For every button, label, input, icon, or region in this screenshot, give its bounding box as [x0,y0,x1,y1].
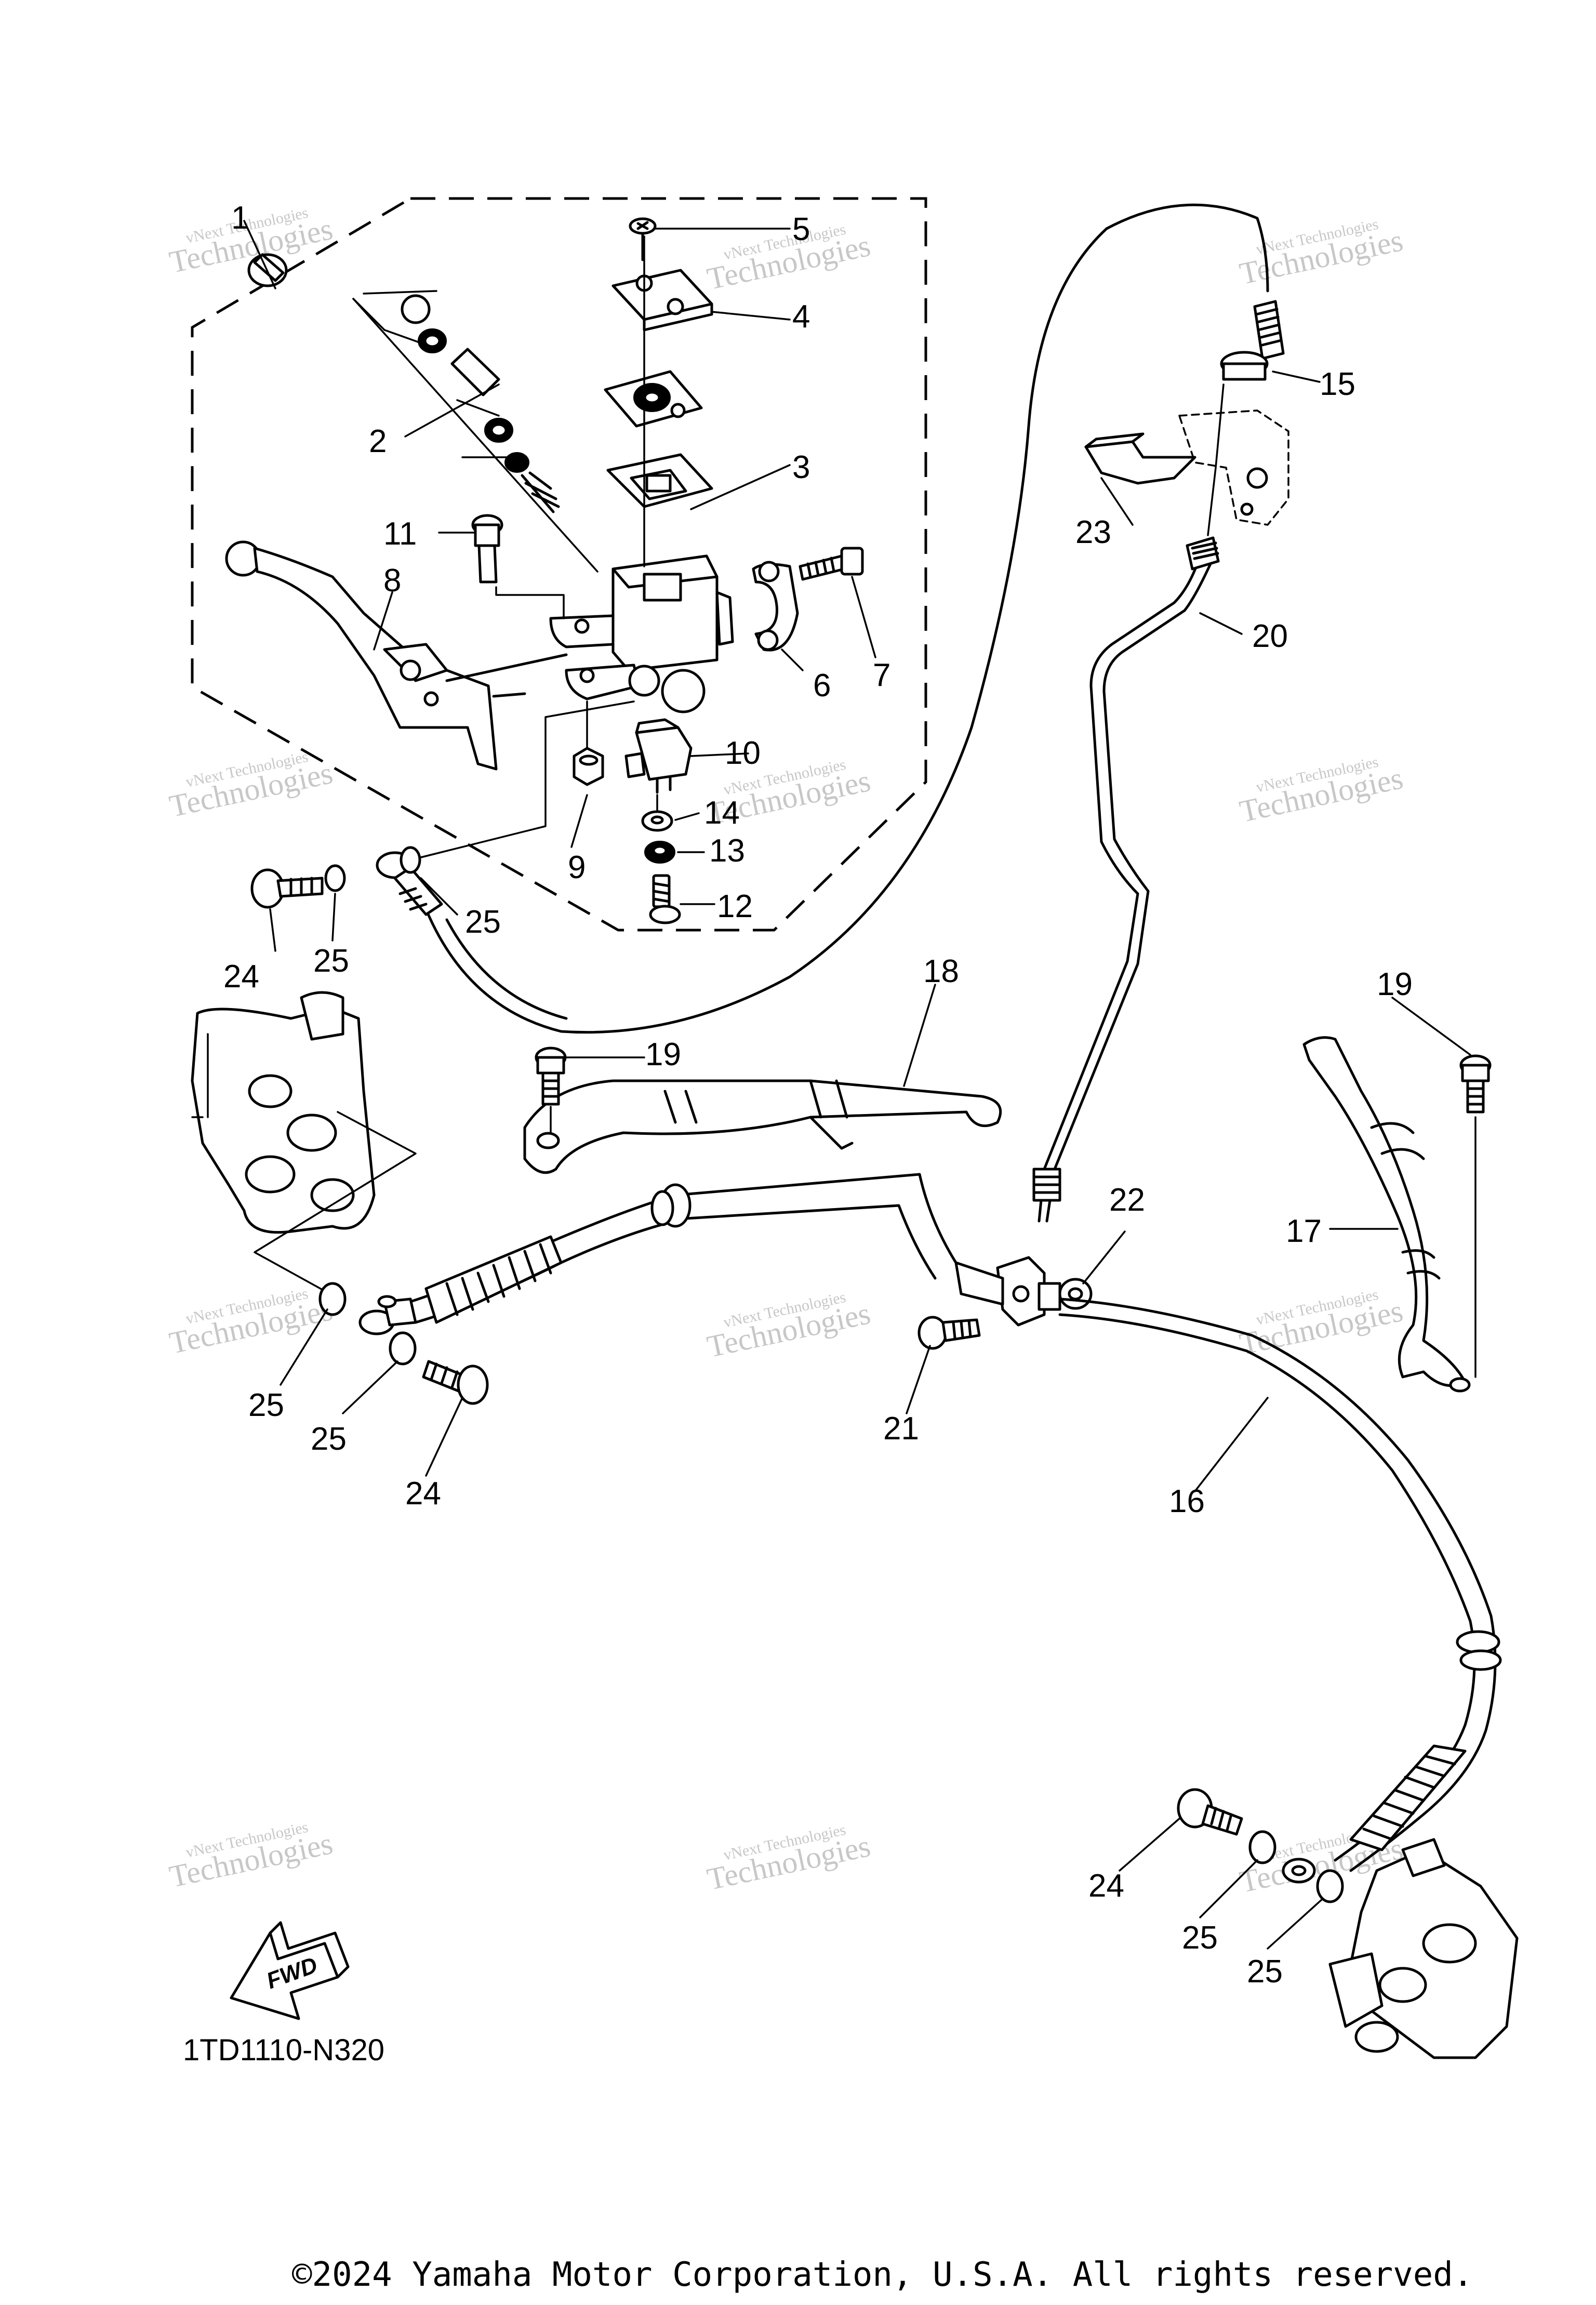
callout-17: 17 [1286,1213,1322,1249]
brake-pipe-line [1038,554,1202,1223]
brake-pipe-line-2 [1045,562,1212,1223]
reservoir-diaphragm-part [606,453,713,508]
master-cylinder-body [549,554,734,713]
lower-right-hose-fitting [1456,1630,1502,1671]
guide-bolt-upper [535,1046,567,1134]
caliper-washer [318,1282,347,1316]
callout-14: 14 [704,795,740,831]
guide-bolt-right [1459,1054,1492,1378]
master-cylinder-assembly-boundary [191,197,927,932]
joint-washer-part [1058,1278,1093,1310]
pipe-flare-nut-top [1186,536,1220,571]
lever-nut-part [573,700,604,786]
frame-mount-part [1178,409,1289,526]
upper-hose-line [424,203,1269,1034]
lower-left-hose-sleeve [424,1235,563,1324]
callout-12: 12 [717,889,753,924]
bracket-part [1084,432,1196,485]
callout-25-lower-a: 25 [248,1387,284,1423]
callout-25-upper-right: 25 [465,904,501,940]
copyright-notice: ©2024 Yamaha Motor Corporation, U.S.A. A… [292,2256,1473,2294]
diagram-code: 1TD1110-N320 [183,2033,384,2067]
right-caliper-part [1328,1838,1519,2059]
callout-7: 7 [873,657,890,693]
callout-18: 18 [923,953,959,989]
callout-24-lower-left: 24 [405,1476,441,1512]
callout-24-lower-right: 24 [1088,1868,1124,1904]
callout-23: 23 [1075,514,1111,550]
cap-screw-part [629,217,657,261]
reservoir-plate-part [604,370,703,428]
hose-guide-right-part [1302,1036,1471,1393]
callout-labels: 1 2 3 4 5 6 7 8 9 10 11 12 13 14 15 16 1… [223,200,1413,1990]
holder-bolt-part [799,547,864,581]
callout-10: 10 [725,735,761,771]
lower-right-hose-sleeve [1349,1744,1467,1851]
callout-25-right-a: 25 [1182,1920,1218,1956]
callout-19-upper: 19 [645,1037,681,1072]
switch-collar-part [644,841,675,864]
callout-19-right: 19 [1377,966,1413,1002]
hose-fitting-part [1207,300,1285,536]
leader-line [420,700,635,858]
callout-6: 6 [813,668,831,704]
right-caliper-washer [1316,1869,1344,1903]
switch-screw-part [649,874,681,924]
union-bolt-part [250,868,324,909]
callout-9: 9 [568,850,586,885]
leader-lines [243,220,1471,1950]
callout-22: 22 [1109,1182,1145,1218]
hose-guide-upper-part [523,1079,1002,1174]
banjo-washer [324,864,346,892]
piston-kit-part [247,253,598,573]
lower-right-hose-2 [1058,1297,1497,1872]
brake-lever-part [225,540,568,771]
callout-20: 20 [1252,618,1288,654]
upper-hose-line-inner [445,918,568,1020]
lower-union-bolt [422,1360,489,1405]
pipe-flare-nut-bottom [1032,1168,1061,1202]
holder-part [752,561,799,652]
left-caliper-part [191,991,417,1295]
callout-25-right-b: 25 [1247,1954,1283,1990]
pivot-bolt-part [471,514,565,619]
three-way-joint-part [954,1256,1061,1327]
callout-15: 15 [1320,366,1355,402]
callout-5: 5 [792,211,810,247]
fwd-arrow-icon: FWD [230,1921,350,2020]
right-banjo [1282,1858,1316,1884]
lower-left-hose-fitting [650,1183,691,1228]
switch-washer-part [641,794,673,832]
callout-25-upper-left: 25 [313,943,349,979]
right-caliper-washer [1248,1830,1276,1864]
brake-switch-part [624,718,749,794]
callout-13: 13 [709,833,745,869]
callout-16: 16 [1169,1483,1205,1519]
callout-25-lower-b: 25 [311,1421,347,1457]
callout-24-upper: 24 [223,959,259,995]
banjo-washer [400,846,421,874]
reservoir-cap-part [611,269,713,332]
caliper-washer [389,1331,417,1366]
callout-8: 8 [383,563,401,599]
callout-3: 3 [792,449,810,485]
right-union-bolt [1177,1788,1243,1836]
callout-21: 21 [883,1411,919,1447]
callout-4: 4 [792,299,810,335]
callout-11: 11 [383,516,417,552]
joint-bolt-part [917,1316,981,1350]
lower-left-banjo [358,1295,417,1335]
callout-2: 2 [369,423,387,459]
callout-1: 1 [231,200,249,236]
